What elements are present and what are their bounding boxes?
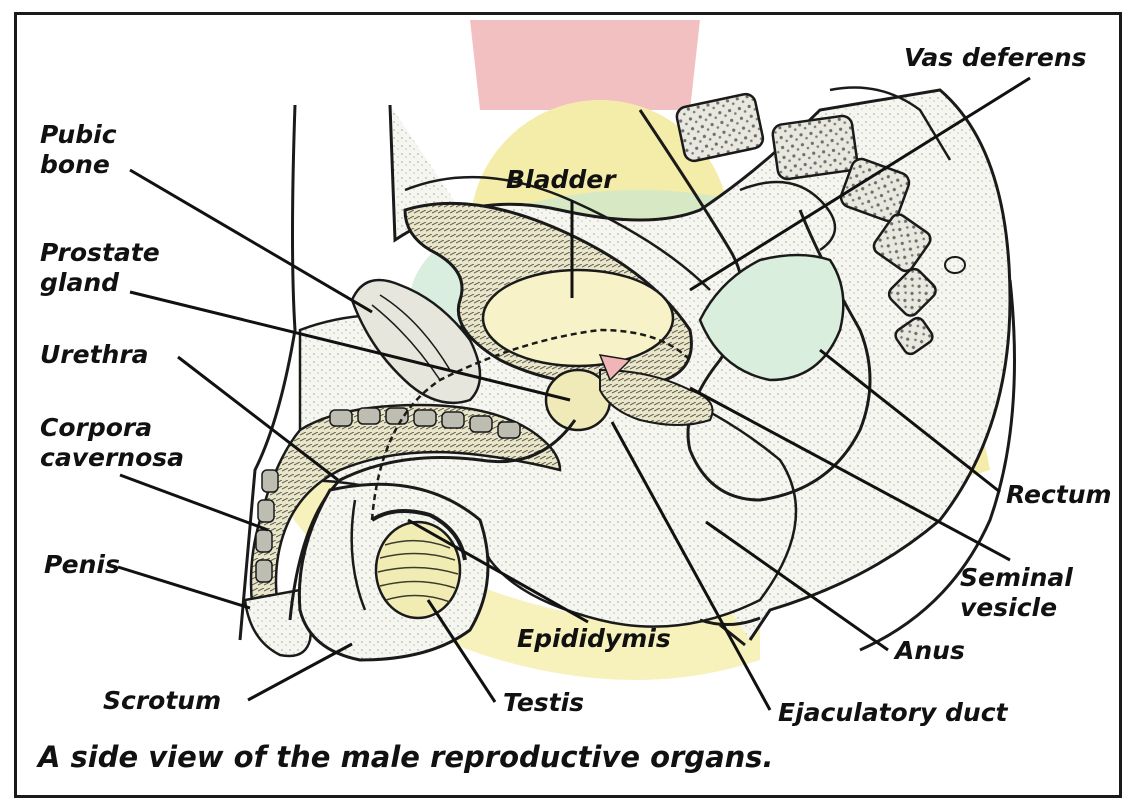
label-seminal-vesicle: Seminal vesicle (960, 563, 1073, 623)
label-scrotum: Scrotum (103, 686, 221, 716)
label-epididymis: Epididymis (517, 624, 671, 654)
scrotum-shape (299, 484, 488, 660)
label-vas-deferens: Vas deferens (904, 43, 1087, 73)
label-pubic-bone: Pubic bone (40, 120, 117, 180)
label-testis: Testis (503, 688, 584, 718)
label-bladder: Bladder (506, 165, 616, 195)
label-corpora-cavernosa: Corpora cavernosa (40, 413, 184, 473)
label-prostate-gland: Prostate gland (40, 238, 160, 298)
leader-corpora-cavernosa (120, 475, 268, 530)
leader-penis (118, 567, 250, 608)
figure-caption: A side view of the male reproductive org… (38, 740, 774, 774)
leader-pubic-bone (130, 170, 372, 312)
label-anus: Anus (895, 636, 965, 666)
label-penis: Penis (44, 550, 120, 580)
watermark-crest-top (470, 20, 700, 110)
label-urethra: Urethra (40, 340, 149, 370)
label-rectum: Rectum (1006, 480, 1112, 510)
label-ejaculatory-duct: Ejaculatory duct (778, 698, 1008, 728)
